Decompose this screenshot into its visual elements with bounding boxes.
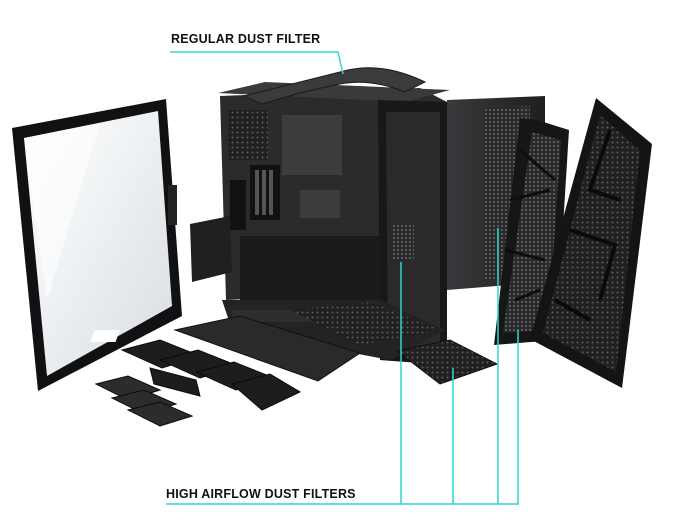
callout-line-top xyxy=(170,52,343,74)
regular-dust-filter-label: REGULAR DUST FILTER xyxy=(171,32,320,46)
high-airflow-dust-filters-label: HIGH AIRFLOW DUST FILTERS xyxy=(166,487,356,501)
